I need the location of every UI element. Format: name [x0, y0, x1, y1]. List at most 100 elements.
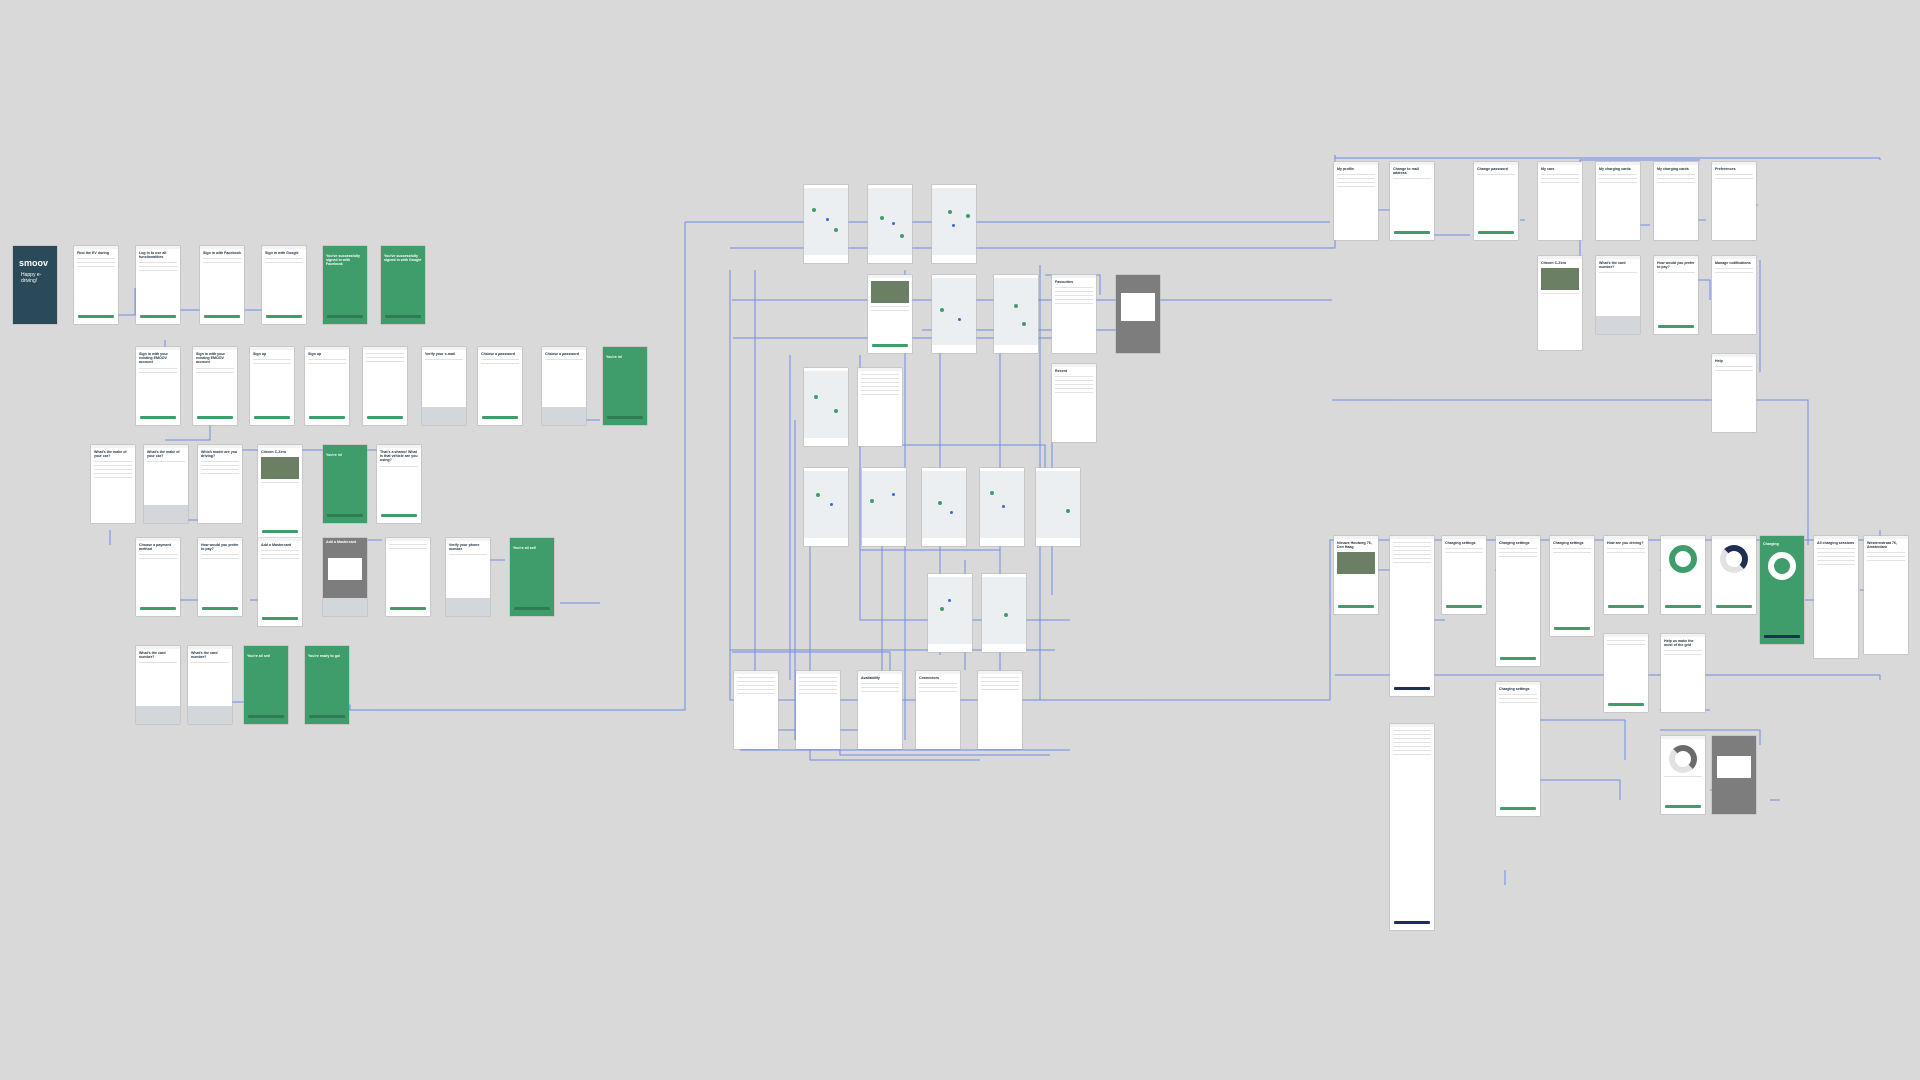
- map[interactable]: [980, 471, 1024, 538]
- artboard-charging-cards-2[interactable]: My charging cards: [1654, 162, 1698, 240]
- map[interactable]: [804, 471, 848, 538]
- continue-button[interactable]: [327, 514, 363, 517]
- artboard-dialog-overlay[interactable]: [1712, 736, 1756, 814]
- artboard-existing-1[interactable]: Sign in with your existing EMOOV account: [136, 347, 180, 425]
- artboard-chart[interactable]: [1604, 634, 1648, 712]
- continue-button[interactable]: [607, 416, 643, 419]
- continue-button[interactable]: [327, 315, 363, 318]
- continue-button[interactable]: [390, 607, 426, 610]
- artboard-mastercard-2[interactable]: Add a Mastercard: [323, 538, 367, 616]
- continue-button[interactable]: [385, 315, 421, 318]
- artboard-map-1[interactable]: [804, 185, 848, 263]
- artboard-car-detail-2[interactable]: Citroen C-Zero: [1538, 256, 1582, 350]
- artboard-which-model[interactable]: Which model are you driving?: [198, 445, 242, 523]
- artboard-connectors[interactable]: Connectors: [916, 671, 960, 749]
- map[interactable]: [922, 471, 966, 538]
- artboard-signed-facebook[interactable]: You've successfully signed in with Faceb…: [323, 246, 367, 324]
- keyboard[interactable]: [542, 407, 586, 425]
- artboard-card-number-3[interactable]: What's the card number?: [1596, 256, 1640, 334]
- artboard-password-1[interactable]: Choose a password: [478, 347, 522, 425]
- artboard-charging-settings-1[interactable]: Charging settings: [1442, 536, 1486, 614]
- continue-button[interactable]: [482, 416, 518, 419]
- dialog[interactable]: [1121, 293, 1155, 321]
- stop-button[interactable]: [1764, 635, 1800, 638]
- artboard-preferences[interactable]: Preferences: [1712, 162, 1756, 240]
- artboard-payment-method[interactable]: Choose a payment method: [136, 538, 180, 616]
- dialog[interactable]: [1717, 756, 1751, 778]
- artboard-filter-2[interactable]: [796, 671, 840, 749]
- artboard-change-password[interactable]: Change password: [1474, 162, 1518, 240]
- artboard-map-3[interactable]: [932, 185, 976, 263]
- sign-in-button[interactable]: [197, 416, 233, 419]
- artboard-facebook[interactable]: Sign in with Facebook: [200, 246, 244, 324]
- map[interactable]: [994, 278, 1038, 345]
- keyboard[interactable]: [136, 706, 180, 724]
- sign-in-button[interactable]: [204, 315, 240, 318]
- continue-button[interactable]: [140, 607, 176, 610]
- artboard-map-7[interactable]: [804, 468, 848, 546]
- continue-button[interactable]: [248, 715, 284, 718]
- artboard-filter-1[interactable]: [734, 671, 778, 749]
- artboard-session-detail[interactable]: Westernstraat 76, Amsterdam: [1864, 536, 1908, 654]
- map[interactable]: [1036, 471, 1080, 538]
- artboard-how-pay-2[interactable]: How would you prefer to pay?: [1654, 256, 1698, 334]
- artboard-mastercard-1[interactable]: Add a Mastercard: [258, 538, 302, 626]
- artboard-charger-location[interactable]: Nieuwe Houtweg 76, Den Haag: [1334, 536, 1378, 614]
- artboard-all-sessions[interactable]: All charging sessions: [1814, 536, 1858, 658]
- confirm-button[interactable]: [1446, 605, 1482, 608]
- sign-up-button[interactable]: [254, 416, 290, 419]
- artboard-google[interactable]: Sign in with Google: [262, 246, 306, 324]
- submit-button[interactable]: [381, 514, 417, 517]
- artboard-card-number-2[interactable]: What's the card number?: [188, 646, 232, 724]
- map[interactable]: [932, 188, 976, 255]
- artboard-youre-in-2[interactable]: You're in!: [323, 445, 367, 523]
- artboard-car-make-2[interactable]: What's the make of your car?: [144, 445, 188, 523]
- artboard-my-cars[interactable]: My cars: [1538, 162, 1582, 240]
- artboard-map-6[interactable]: [804, 368, 848, 446]
- login-button[interactable]: [140, 315, 176, 318]
- map[interactable]: [804, 371, 848, 438]
- stop-button[interactable]: [1665, 605, 1701, 608]
- artboard-car-detail[interactable]: Citroen C-Zero: [258, 445, 302, 539]
- numeric-keypad[interactable]: [422, 407, 466, 425]
- keyboard[interactable]: [323, 598, 367, 616]
- artboard-charging-donut-2[interactable]: [1712, 536, 1756, 614]
- artboard-verify-phone[interactable]: Verify your phone number: [446, 538, 490, 616]
- artboard-splash[interactable]: smoov Happy e-driving!: [13, 246, 57, 324]
- artboard-charging-session[interactable]: [1661, 736, 1705, 814]
- artboard-shame[interactable]: That's a shame! What is that vehicle are…: [377, 445, 421, 523]
- artboard-charging-donut-1[interactable]: [1661, 536, 1705, 614]
- sign-in-button[interactable]: [140, 416, 176, 419]
- artboard-map-12[interactable]: [928, 574, 972, 652]
- artboard-youre-in[interactable]: You're in!: [603, 347, 647, 425]
- artboard-sign-up-1[interactable]: Sign up: [250, 347, 294, 425]
- artboard-my-profile[interactable]: My profile: [1334, 162, 1378, 240]
- artboard-notifications[interactable]: Manage notifications: [1712, 256, 1756, 334]
- keyboard[interactable]: [188, 706, 232, 724]
- artboard-how-driving[interactable]: How are you driving?: [1604, 536, 1648, 614]
- continue-button[interactable]: [202, 607, 238, 610]
- artboard-card-number[interactable]: What's the card number?: [136, 646, 180, 724]
- map[interactable]: [982, 577, 1026, 644]
- artboard-favourites[interactable]: Favourites: [1052, 275, 1096, 353]
- artboard-filter-3[interactable]: [978, 671, 1022, 749]
- confirm-button[interactable]: [1608, 703, 1644, 706]
- action-button[interactable]: [1394, 921, 1430, 924]
- continue-button[interactable]: [78, 315, 114, 318]
- save-button[interactable]: [1394, 231, 1430, 234]
- continue-button[interactable]: [1658, 325, 1694, 328]
- map[interactable]: [932, 278, 976, 345]
- artboard-sign-up-2[interactable]: Sign up: [305, 347, 349, 425]
- artboard-map-9[interactable]: [922, 468, 966, 546]
- artboard-map-4[interactable]: [932, 275, 976, 353]
- dialog[interactable]: [328, 558, 362, 580]
- artboard-map-13[interactable]: [982, 574, 1026, 652]
- artboard-overlay[interactable]: [1116, 275, 1160, 353]
- artboard-map-11[interactable]: [1036, 468, 1080, 546]
- continue-button[interactable]: [514, 607, 550, 610]
- artboard-how-pay[interactable]: How would you prefer to pay?: [198, 538, 242, 616]
- artboard-signed-google[interactable]: You've successfully signed in with Googl…: [381, 246, 425, 324]
- start-charging-button[interactable]: [1338, 605, 1374, 608]
- artboard-terms[interactable]: [363, 347, 407, 425]
- artboard-charging-settings-3[interactable]: Charging settings: [1550, 536, 1594, 636]
